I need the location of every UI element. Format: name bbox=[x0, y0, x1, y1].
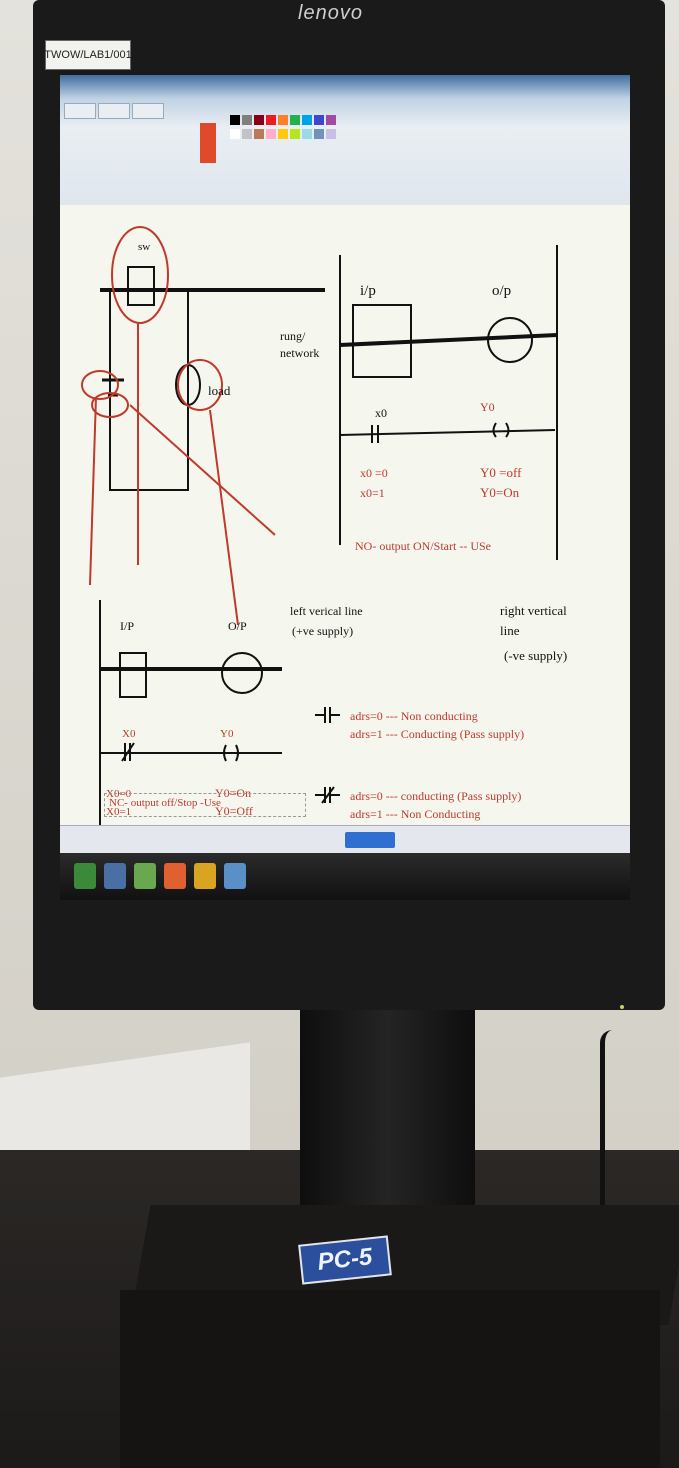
monitor-screen: sw load rung/ network i/p o/p x0 Y0 x0 =… bbox=[60, 75, 630, 900]
nc-state-1-left: X0=0 bbox=[106, 788, 132, 800]
output-circle bbox=[487, 317, 533, 363]
monitor-stand bbox=[300, 1010, 475, 1210]
windows-taskbar bbox=[60, 853, 630, 900]
nc-note-line-2: adrs=1 --- Non Conducting bbox=[350, 807, 480, 821]
arrow-load-to-op bbox=[209, 409, 239, 626]
network-label: network bbox=[280, 346, 319, 360]
no-state-1-right: Y0 =off bbox=[480, 465, 522, 480]
sw-label: sw bbox=[138, 241, 150, 253]
no-state-2-left: x0=1 bbox=[360, 486, 385, 500]
chrome-icon[interactable] bbox=[194, 863, 216, 889]
app-icon[interactable] bbox=[134, 863, 156, 889]
battery-highlight-top bbox=[81, 370, 119, 400]
paint-canvas[interactable]: sw load rung/ network i/p o/p x0 Y0 x0 =… bbox=[60, 205, 630, 825]
power-led bbox=[620, 1005, 624, 1009]
no-coil-label: Y0 bbox=[480, 400, 495, 414]
paint-icon[interactable] bbox=[224, 863, 246, 889]
rung-line bbox=[339, 333, 558, 347]
browser-icon[interactable] bbox=[164, 863, 186, 889]
no-usage-text: NO- output ON/Start -- USe bbox=[355, 539, 491, 553]
ribbon-home-tab[interactable] bbox=[98, 103, 130, 119]
status-bar bbox=[60, 825, 630, 854]
input-box bbox=[352, 304, 412, 378]
nc-input-box bbox=[119, 652, 147, 698]
nc-contact-symbol bbox=[121, 742, 135, 762]
nc-state-2-left: X0=1 bbox=[106, 806, 131, 818]
ribbon-file-tab[interactable] bbox=[64, 103, 96, 119]
nc-output-circle bbox=[221, 652, 263, 694]
no-contact-label: x0 bbox=[375, 406, 387, 420]
right-supply-label: (-ve supply) bbox=[504, 648, 567, 663]
asset-tag-sticker: TWOW/LAB1/001 bbox=[44, 40, 132, 70]
arrow-to-left-line bbox=[129, 404, 276, 536]
no-legend-symbol bbox=[315, 707, 340, 723]
paint-ribbon bbox=[60, 75, 630, 205]
switch-highlight bbox=[111, 226, 169, 324]
ip-upper-label: I/P bbox=[120, 619, 134, 633]
start-icon[interactable] bbox=[74, 863, 96, 889]
battery-highlight-bottom bbox=[91, 392, 129, 418]
red-annotations bbox=[81, 226, 276, 626]
explorer-icon[interactable] bbox=[104, 863, 126, 889]
computer-case bbox=[120, 1290, 660, 1468]
monitor-brand: lenovo bbox=[298, 2, 363, 24]
no-coil-symbol bbox=[492, 422, 510, 438]
switch-box bbox=[127, 266, 155, 306]
monitor-cable bbox=[600, 1030, 625, 1330]
nc-coil-label: Y0 bbox=[220, 728, 234, 740]
nc-coil-symbol bbox=[223, 744, 239, 762]
ribbon-color1-swatch[interactable] bbox=[200, 123, 216, 163]
rung-label: rung/ bbox=[280, 329, 306, 343]
ip-label: i/p bbox=[360, 283, 376, 299]
nc-usage-box: NC- output off/Stop -Use bbox=[104, 793, 306, 817]
circuit-diagram bbox=[99, 245, 558, 825]
no-note-line-2: adrs=1 --- Conducting (Pass supply) bbox=[350, 727, 524, 741]
nc-legend-symbol bbox=[315, 786, 340, 804]
no-state-1-left: x0 =0 bbox=[360, 466, 388, 480]
no-rung-line bbox=[339, 429, 556, 436]
nc-contact-label: X0 bbox=[122, 728, 136, 740]
left-supply-label: (+ve supply) bbox=[292, 624, 353, 638]
status-bar-action-button[interactable] bbox=[345, 832, 395, 848]
op-upper-label: O/P bbox=[228, 619, 247, 633]
no-note-line-1: adrs=0 --- Non conducting bbox=[350, 709, 478, 723]
arrow-battery-down bbox=[89, 396, 97, 586]
nc-state-2-right: Y0=Off bbox=[215, 804, 253, 818]
left-line-label: left verical line bbox=[290, 604, 363, 618]
nc-usage-text: NC- output off/Stop -Use bbox=[109, 797, 221, 809]
load-highlight bbox=[177, 359, 223, 411]
load-label: load bbox=[208, 383, 231, 398]
right-line-label-1: right vertical bbox=[500, 603, 567, 618]
op-label: o/p bbox=[492, 283, 511, 299]
right-line-label-2: line bbox=[500, 623, 520, 638]
ribbon-view-tab[interactable] bbox=[132, 103, 164, 119]
nc-note-line-1: adrs=0 --- conducting (Pass supply) bbox=[350, 789, 521, 803]
no-state-2-right: Y0=On bbox=[480, 485, 520, 500]
